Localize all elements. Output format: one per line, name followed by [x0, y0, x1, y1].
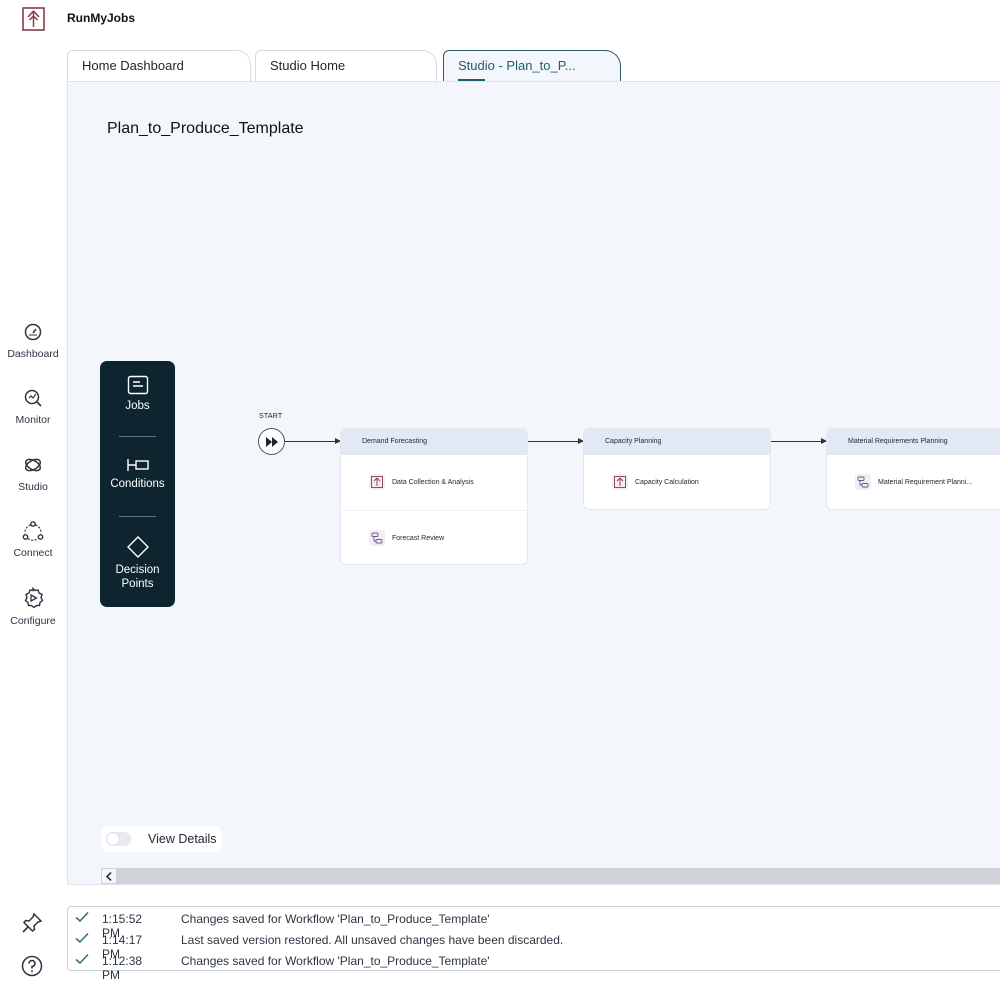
- pin-icon[interactable]: [21, 912, 43, 934]
- log-message: Changes saved for Workflow 'Plan_to_Prod…: [181, 912, 490, 926]
- nav-item-label: Studio: [18, 481, 48, 493]
- palette-item-label: Jobs: [125, 400, 150, 412]
- log-time: 1:15:52 PM: [102, 912, 143, 940]
- job-label: Data Collection & Analysis: [392, 479, 474, 486]
- tree-logo-icon[interactable]: [22, 7, 45, 31]
- palette-item-jobs[interactable]: Jobs: [100, 375, 175, 413]
- scroll-left-button[interactable]: [102, 869, 116, 883]
- log-time: 1:14:17 PM: [102, 933, 143, 961]
- stage-title: Capacity Planning: [584, 429, 770, 455]
- subworkflow-icon: [369, 530, 385, 546]
- palette-item-decision-points[interactable]: Decision Points: [100, 535, 175, 591]
- view-details-toggle[interactable]: [106, 832, 131, 846]
- configure-gear-icon: [24, 587, 44, 609]
- job-label: Capacity Calculation: [635, 479, 699, 486]
- start-label: START: [259, 413, 283, 420]
- speedometer-icon: [24, 323, 42, 341]
- start-node[interactable]: [258, 428, 285, 455]
- job-label: Material Requirement Planni...: [878, 479, 973, 486]
- stage-demand-forecasting[interactable]: Demand Forecasting Data Collection & Ana…: [340, 428, 528, 565]
- palette-item-label: Decision Points: [115, 564, 160, 590]
- stage-title: Material Requirements Planning: [827, 429, 1000, 455]
- nav-item-monitor[interactable]: Monitor: [0, 388, 66, 426]
- palette-item-label: Conditions: [110, 478, 165, 490]
- jobs-icon: [127, 375, 148, 395]
- workflow-canvas[interactable]: Plan_to_Produce_Template Jobs Conditions…: [67, 81, 1000, 885]
- activity-log: 1:15:52 PM Changes saved for Workflow 'P…: [67, 906, 1000, 982]
- check-icon: [75, 953, 89, 965]
- log-message: Changes saved for Workflow 'Plan_to_Prod…: [181, 954, 490, 968]
- palette-divider: [119, 436, 156, 437]
- subworkflow-icon: [855, 474, 871, 490]
- view-details-control[interactable]: View Details: [102, 826, 222, 852]
- stage-title: Demand Forecasting: [341, 429, 527, 455]
- connect-icon: [22, 521, 44, 541]
- nav-item-label: Configure: [10, 615, 56, 627]
- check-icon: [75, 932, 89, 944]
- tab-bar: Home Dashboard Studio Home Studio - Plan…: [67, 50, 1000, 82]
- studio-icon: [24, 458, 42, 472]
- job-data-collection-analysis[interactable]: Data Collection & Analysis: [341, 455, 527, 510]
- nav-item-configure[interactable]: Configure: [0, 587, 66, 627]
- decision-diamond-icon: [126, 536, 149, 558]
- tab-studio-plan-to-produce[interactable]: Studio - Plan_to_P...: [443, 50, 621, 81]
- tree-job-icon: [369, 474, 385, 490]
- nav-item-label: Dashboard: [7, 348, 59, 360]
- app-title: RunMyJobs: [67, 11, 136, 25]
- tab-studio-home[interactable]: Studio Home: [255, 50, 437, 81]
- nav-item-connect[interactable]: Connect: [0, 521, 66, 559]
- fast-forward-icon: [266, 437, 278, 447]
- chevron-left-icon: [105, 872, 112, 881]
- palette-item-conditions[interactable]: Conditions: [100, 457, 175, 491]
- element-palette: Jobs Conditions Decision Points: [100, 361, 175, 607]
- job-material-requirement-planning[interactable]: Material Requirement Planni...: [827, 455, 1000, 509]
- job-label: Forecast Review: [392, 535, 445, 542]
- nav-item-label: Connect: [13, 547, 53, 559]
- flow-arrow: [528, 438, 584, 444]
- log-message: Last saved version restored. All unsaved…: [181, 933, 564, 947]
- log-time: 1:12:38 PM: [102, 954, 143, 982]
- job-forecast-review[interactable]: Forecast Review: [341, 510, 527, 564]
- stage-material-requirements-planning[interactable]: Material Requirements Planning Material …: [826, 428, 1000, 510]
- nav-item-label: Monitor: [15, 414, 51, 426]
- stage-capacity-planning[interactable]: Capacity Planning Capacity Calculation: [583, 428, 771, 510]
- job-capacity-calculation[interactable]: Capacity Calculation: [584, 455, 770, 509]
- view-details-label: View Details: [148, 832, 217, 846]
- monitor-icon: [24, 389, 42, 407]
- flow-arrow: [285, 438, 341, 444]
- conditions-icon: [126, 459, 149, 471]
- tree-job-icon: [612, 474, 628, 490]
- tab-home-dashboard[interactable]: Home Dashboard: [67, 50, 251, 81]
- palette-divider: [119, 516, 156, 517]
- nav-item-dashboard[interactable]: Dashboard: [0, 322, 66, 360]
- check-icon: [75, 911, 89, 923]
- nav-item-studio[interactable]: Studio: [0, 455, 66, 493]
- help-icon[interactable]: [21, 955, 43, 977]
- flow-arrow: [771, 438, 827, 444]
- workflow-title: Plan_to_Produce_Template: [107, 120, 304, 137]
- horizontal-scrollbar[interactable]: [101, 868, 1000, 884]
